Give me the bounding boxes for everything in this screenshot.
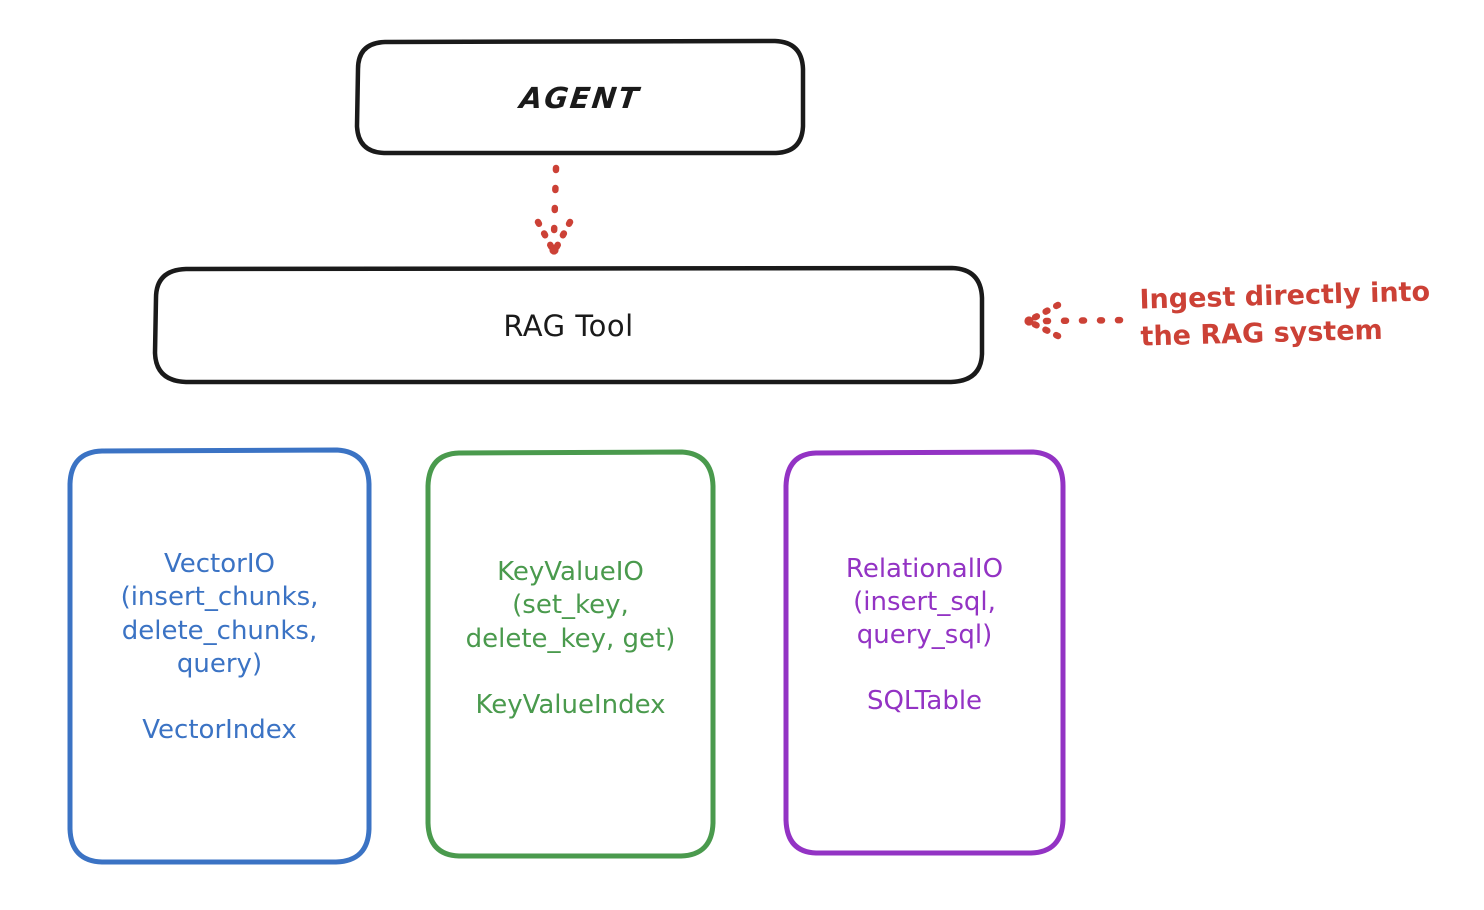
- relational-io-box-outline: [783, 449, 1066, 856]
- rag-tool-label: RAG Tool: [503, 308, 634, 343]
- vector-io-content: VectorIO (insert_chunks, delete_chunks, …: [80, 548, 359, 745]
- relational-io-content: RelationalIO (insert_sql, query_sql) SQL…: [792, 553, 1057, 717]
- sql-table-label: SQLTable: [866, 686, 983, 717]
- key-value-io-content: KeyValueIO (set_key, delete_key, get) Ke…: [434, 556, 707, 720]
- rag-tool-node[interactable]: RAG Tool: [155, 268, 982, 383]
- ingest-connector: [1024, 301, 1132, 340]
- ingest-annotation-label: Ingest directly into the RAG system: [1139, 276, 1431, 353]
- agent-to-rag-connector: [534, 164, 574, 255]
- key-value-io-api-label: KeyValueIO (set_key, delete_key, get): [465, 557, 676, 654]
- vector-io-box-outline: [67, 447, 372, 865]
- agent-box-outline: [354, 38, 806, 156]
- vector-index-label: VectorIndex: [142, 715, 297, 746]
- vector-io-node[interactable]: VectorIO (insert_chunks, delete_chunks, …: [70, 450, 369, 863]
- key-value-io-node[interactable]: KeyValueIO (set_key, delete_key, get) Ke…: [428, 452, 713, 856]
- relational-io-api-label: RelationalIO (insert_sql, query_sql): [845, 553, 1004, 651]
- agent-node[interactable]: AGENT: [357, 41, 803, 154]
- key-value-index-label: KeyValueIndex: [475, 689, 666, 720]
- agent-label: AGENT: [517, 80, 643, 115]
- relational-io-node[interactable]: RelationalIO (insert_sql, query_sql) SQL…: [786, 452, 1063, 853]
- rag-tool-box-outline: [152, 265, 985, 385]
- key-value-io-box-outline: [425, 449, 716, 859]
- vector-io-api-label: VectorIO (insert_chunks, delete_chunks, …: [120, 548, 319, 679]
